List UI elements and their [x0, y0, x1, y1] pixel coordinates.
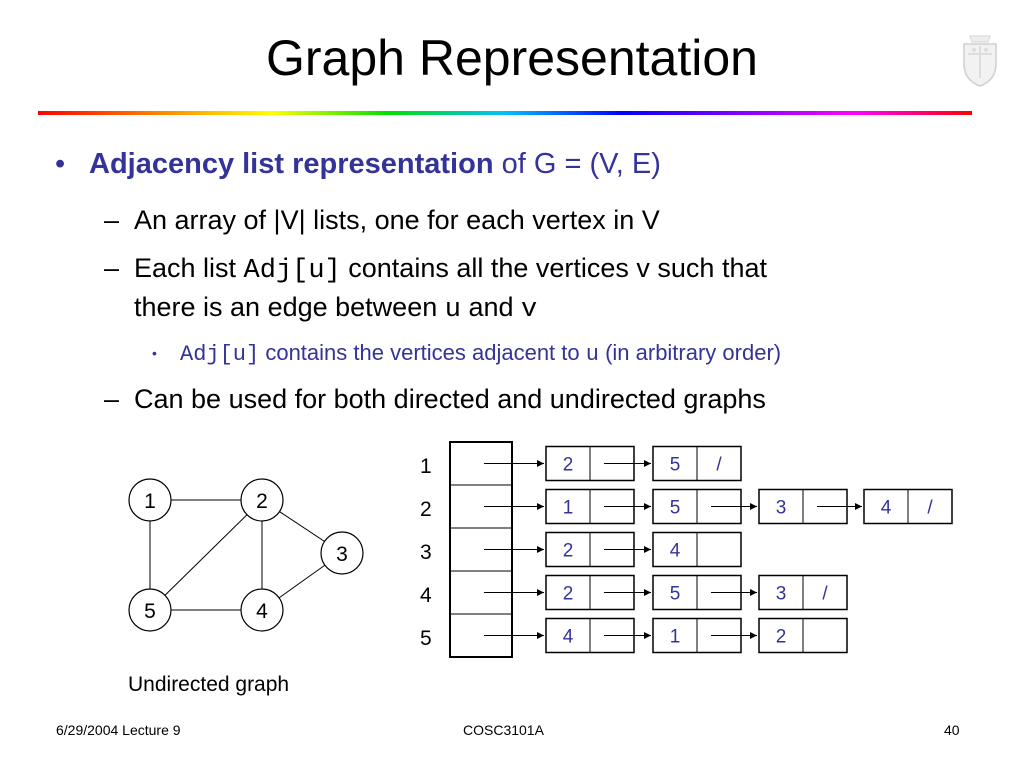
list-node-value: 2	[563, 455, 574, 476]
list-node: 1	[545, 488, 651, 525]
array-index-label: 1	[420, 455, 432, 478]
slide-title: Graph Representation	[266, 30, 758, 86]
list-node-value: 4	[881, 498, 892, 519]
code-adj-u: Adj[u]	[243, 256, 341, 286]
svg-text:4: 4	[256, 600, 268, 623]
list-node-value: 5	[670, 455, 681, 476]
list-node-value: 1	[670, 627, 681, 648]
list-node-value: 3	[776, 584, 787, 605]
list-node: 2	[545, 445, 651, 482]
vertex-3: 3	[320, 531, 364, 575]
footer-course: COSC3101A	[463, 722, 544, 738]
footer-page-number: 40	[944, 722, 960, 738]
list-node: 1	[652, 617, 757, 654]
list-node-value: 5	[670, 584, 681, 605]
bullet-emphasis: Adjacency list representation	[89, 148, 494, 180]
undirected-graph: 1 2 3 5 4	[128, 478, 364, 632]
list-node: 4	[545, 617, 651, 654]
list-node-value: 2	[563, 541, 574, 562]
bullet-rest: of G = (V, E)	[493, 148, 661, 180]
list-node-value: 2	[563, 584, 574, 605]
svg-text:2: 2	[256, 490, 268, 513]
array-index-label: 5	[420, 627, 432, 650]
list-node: 3/	[758, 574, 848, 611]
list-node-value: 3	[776, 498, 787, 519]
list-node-value: 4	[670, 541, 681, 562]
vertex-5: 5	[128, 588, 172, 632]
svg-text:5: 5	[144, 600, 156, 623]
list-node-value: 1	[563, 498, 574, 519]
list-node: 3	[758, 488, 862, 525]
list-node: 5	[652, 574, 757, 611]
footer-date-lecture: 6/29/2004 Lecture 9	[56, 722, 181, 738]
svg-text:3: 3	[336, 543, 348, 566]
nil-pointer: /	[716, 455, 722, 476]
title-divider	[38, 111, 972, 115]
vertex-4: 4	[240, 588, 284, 632]
array-index-label: 2	[420, 498, 432, 521]
list-node-value: 2	[776, 627, 787, 648]
nil-pointer: /	[822, 584, 828, 605]
svg-text:1: 1	[144, 490, 156, 513]
list-node: 2	[545, 531, 651, 568]
list-node: 4/	[863, 488, 953, 525]
nil-pointer: /	[927, 498, 933, 519]
vertex-2: 2	[240, 478, 284, 522]
list-node: 4	[652, 531, 742, 568]
list-node: 5	[652, 488, 757, 525]
university-crest-icon	[963, 35, 997, 87]
list-node: 5/	[652, 445, 742, 482]
array-index-label: 4	[420, 584, 432, 607]
list-node-value: 5	[670, 498, 681, 519]
list-node: 2	[545, 574, 651, 611]
list-node-value: 4	[563, 627, 574, 648]
vertex-1: 1	[128, 478, 172, 522]
list-node: 2	[758, 617, 848, 654]
graph-caption: Undirected graph	[128, 673, 290, 696]
array-index-label: 3	[420, 541, 432, 564]
bullet-dot: •	[55, 148, 66, 180]
edge-2-5	[149, 499, 263, 611]
adjacency-row: 4 1 2	[484, 617, 848, 654]
